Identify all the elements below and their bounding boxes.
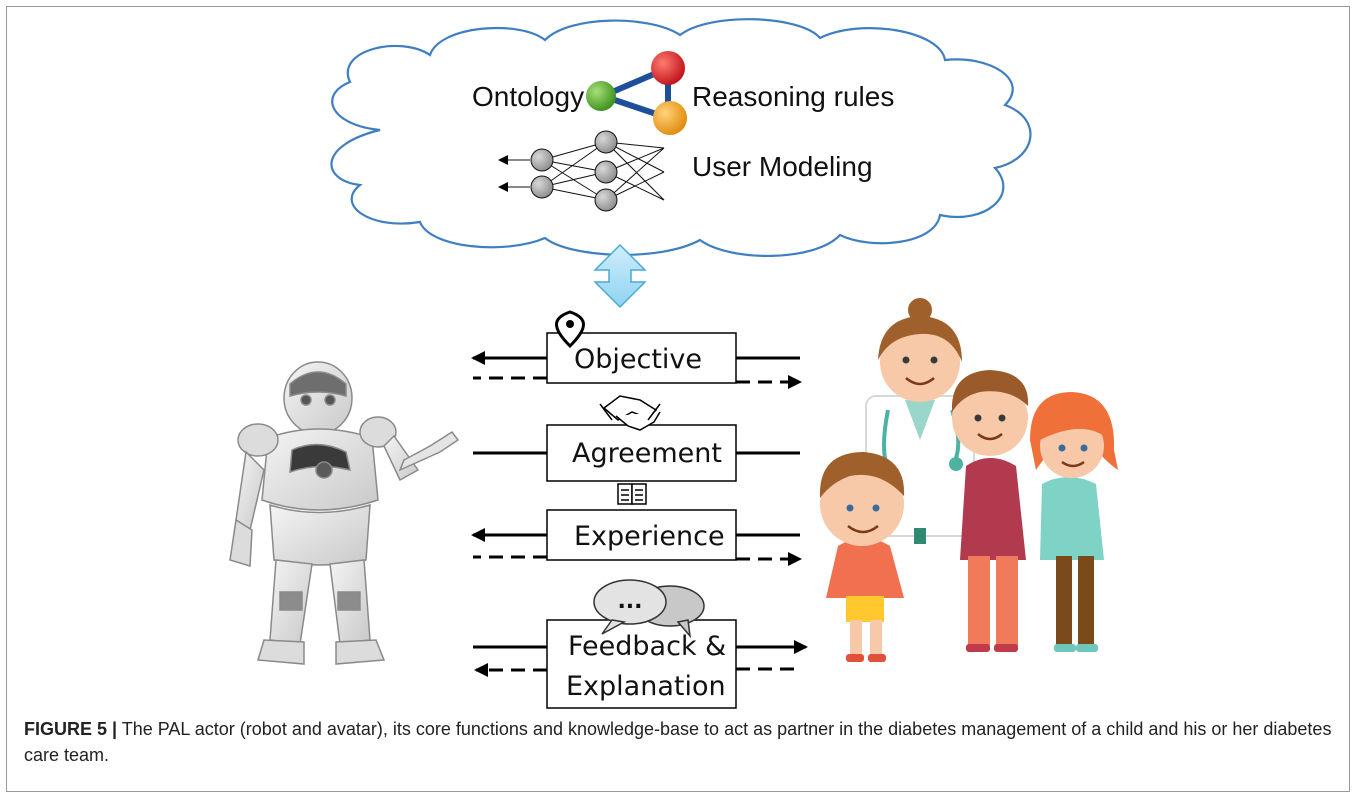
speech-bubble-text: ... — [617, 589, 642, 614]
figure-frame — [6, 6, 1350, 792]
user-modeling-label: User Modeling — [692, 151, 873, 182]
figure-caption: FIGURE 5 | The PAL actor (robot and avat… — [24, 716, 1334, 768]
child-figure — [819, 452, 905, 662]
core-functions: Objective Agreement Experience — [471, 310, 808, 709]
objective-label: Objective — [574, 344, 702, 375]
agreement-row: Agreement — [473, 395, 800, 482]
knowledge-cloud: Ontology Reasoning rules User Modeling — [330, 18, 1032, 258]
experience-row: Experience — [471, 483, 802, 566]
objective-row: Objective — [471, 310, 802, 389]
location-pin-icon — [555, 310, 585, 349]
mother-figure — [1030, 392, 1118, 652]
robot-illustration — [229, 361, 460, 665]
double-arrow-icon — [593, 243, 647, 309]
cloud-shape — [330, 18, 1032, 258]
handshake-icon — [599, 395, 661, 431]
agreement-box — [546, 424, 737, 482]
objective-box — [546, 332, 737, 384]
reasoning-rules-label: Reasoning rules — [692, 81, 894, 112]
father-figure — [951, 370, 1029, 652]
caption-text: The PAL actor (robot and avatar), its co… — [24, 719, 1332, 765]
molecule-icon — [586, 51, 687, 135]
agreement-label: Agreement — [572, 438, 722, 469]
feedback-label-line2: Explanation — [566, 671, 726, 702]
experience-label: Experience — [574, 521, 725, 552]
book-icon — [617, 483, 647, 505]
feedback-label-line1: Feedback & — [568, 631, 726, 662]
feedback-box — [546, 619, 737, 709]
ontology-label: Ontology — [472, 81, 584, 112]
experience-box — [546, 509, 737, 561]
care-team-illustration — [819, 298, 1118, 662]
feedback-row: Feedback & Explanation ... — [473, 579, 808, 709]
figure-number: FIGURE 5 | — [24, 719, 118, 739]
speech-bubbles-icon: ... — [593, 579, 705, 639]
neural-network-icon — [498, 130, 665, 212]
